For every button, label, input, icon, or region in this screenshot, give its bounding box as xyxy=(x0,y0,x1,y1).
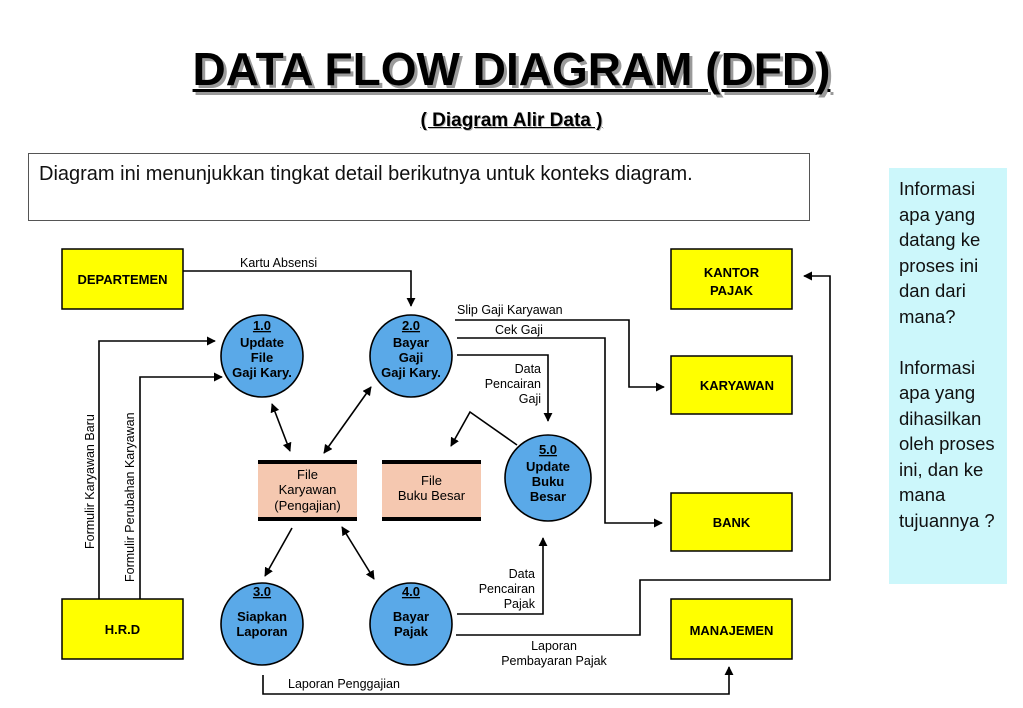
flow-label-laporan-penggajian: Laporan Penggajian xyxy=(288,677,400,691)
process-4-bayar-pajak: 4.0 Bayar Pajak xyxy=(369,582,453,666)
store-label: File xyxy=(297,467,318,482)
entity-label: KANTOR xyxy=(704,265,760,280)
process-number: 2.0 xyxy=(402,318,420,333)
flow-slip-gaji xyxy=(455,319,665,392)
process-label: Laporan xyxy=(236,624,287,639)
process-number: 1.0 xyxy=(253,318,271,333)
flow-formulir-karyawan-baru xyxy=(98,336,216,599)
process-label: Update xyxy=(526,459,570,474)
flow-label-data-pencairan-gaji: Data xyxy=(515,362,541,376)
flow-data-pencairan-pajak xyxy=(457,537,548,615)
flow-laporan-penggajian xyxy=(262,666,734,695)
process-label: Gaji Kary. xyxy=(381,365,441,380)
process-label: Pajak xyxy=(394,624,429,639)
flow-label-data-pencairan-gaji: Gaji xyxy=(519,392,541,406)
process-label: Gaji xyxy=(399,350,424,365)
flow-cek-gaji xyxy=(457,337,663,528)
flow-file-karyawan-p4 xyxy=(341,526,375,580)
process-2-bayar-gaji: 2.0 Bayar Gaji Gaji Kary. xyxy=(369,314,453,398)
process-number: 5.0 xyxy=(539,442,557,457)
store-file-karyawan: File Karyawan (Pengajian) xyxy=(258,460,357,521)
process-5-update-buku-besar: 5.0 Update Buku Besar xyxy=(504,434,592,522)
entity-label: PAJAK xyxy=(710,283,754,298)
flow-lines xyxy=(98,270,831,695)
flow-label-formulir-perubahan-karyawan: Formulir Perubahan Karyawan xyxy=(123,412,137,582)
process-label: File xyxy=(251,350,273,365)
store-label: File xyxy=(421,473,442,488)
flow-label-data-pencairan-pajak: Pencairan xyxy=(479,582,535,596)
entity-label: DEPARTEMEN xyxy=(77,272,167,287)
side-note-box: Informasi apa yang datang ke proses ini … xyxy=(889,168,1007,584)
flow-update-buku-besar xyxy=(450,410,518,447)
process-number: 4.0 xyxy=(402,584,420,599)
flow-label-formulir-karyawan-baru: Formulir Karyawan Baru xyxy=(83,414,97,549)
store-label: Karyawan xyxy=(279,482,337,497)
flow-label-cek-gaji: Cek Gaji xyxy=(495,323,543,337)
process-label: Update xyxy=(240,335,284,350)
process-3-siapkan-laporan: 3.0 Siapkan Laporan xyxy=(220,582,304,666)
flow-file-karyawan-p3 xyxy=(264,527,293,577)
flow-label-data-pencairan-pajak: Pajak xyxy=(504,597,536,611)
entity-hrd: H.R.D xyxy=(61,598,184,660)
flow-data-pencairan-gaji xyxy=(457,354,553,422)
process-label: Bayar xyxy=(393,335,429,350)
entity-label: MANAJEMEN xyxy=(690,623,774,638)
process-label: Bayar xyxy=(393,609,429,624)
flow-label-laporan-pembayaran-pajak: Laporan xyxy=(531,639,577,653)
flow-label-slip-gaji: Slip Gaji Karyawan xyxy=(457,303,563,317)
flow-kartu-absensi xyxy=(183,270,416,307)
flow-label-data-pencairan-pajak: Data xyxy=(509,567,535,581)
entity-label: BANK xyxy=(713,515,751,530)
process-label: Buku xyxy=(532,474,565,489)
page-subtitle: ( Diagram Alir Data ) xyxy=(420,110,603,131)
entity-karyawan: KARYAWAN xyxy=(670,355,793,415)
flow-label-laporan-pembayaran-pajak: Pembayaran Pajak xyxy=(501,654,607,668)
flow-laporan-pembayaran-pajak xyxy=(456,271,831,636)
page-title: DATA FLOW DIAGRAM (DFD) xyxy=(192,43,831,95)
entity-label: KARYAWAN xyxy=(700,378,774,393)
process-label: Besar xyxy=(530,489,566,504)
process-label: Gaji Kary. xyxy=(232,365,292,380)
entity-departemen: DEPARTEMEN xyxy=(61,248,184,310)
store-label: Buku Besar xyxy=(398,488,466,503)
process-1-update-file-gaji: 1.0 Update File Gaji Kary. xyxy=(220,314,304,398)
flow-label-data-pencairan-gaji: Pencairan xyxy=(485,377,541,391)
flow-formulir-perubahan-karyawan xyxy=(139,372,223,599)
flow-label-kartu-absensi: Kartu Absensi xyxy=(240,256,317,270)
flow-p2-file-karyawan xyxy=(323,386,372,454)
store-file-buku-besar: File Buku Besar xyxy=(382,460,481,521)
store-label: (Pengajian) xyxy=(274,498,341,513)
entity-label: H.R.D xyxy=(105,622,140,637)
entity-bank: BANK xyxy=(670,492,793,552)
flow-p1-file-karyawan xyxy=(270,403,292,452)
process-number: 3.0 xyxy=(253,584,271,599)
intro-text-box: Diagram ini menunjukkan tingkat detail b… xyxy=(28,153,810,221)
entity-kantor-pajak: KANTOR PAJAK xyxy=(670,248,793,310)
process-label: Siapkan xyxy=(237,609,287,624)
entity-manajemen: MANAJEMEN xyxy=(670,598,793,660)
